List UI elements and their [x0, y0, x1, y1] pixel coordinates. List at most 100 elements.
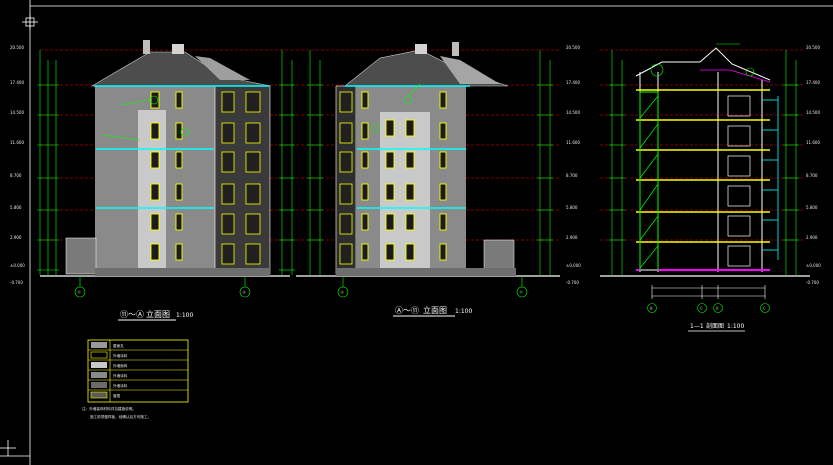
dimension-chain-left [307, 50, 323, 275]
legend-note: 施工前须做样板，经确认后方可施工。 [90, 414, 151, 419]
legend-swatch-paint-2 [91, 372, 107, 378]
roof-tank [172, 44, 184, 54]
legend-swatch-frame [90, 391, 108, 399]
grid-axes [74, 276, 251, 298]
level-label: 17.400 [566, 80, 580, 85]
grid-label-l: Ⓛ [763, 306, 767, 311]
level-label: 8.700 [806, 173, 818, 178]
level-label: -0.700 [10, 280, 23, 285]
elevation-2-title: 立面图 [423, 305, 447, 315]
section-title-axes: 1—1 [690, 323, 704, 330]
elevation-1-title: 立面图 [146, 309, 170, 319]
dimension-chain-left [609, 50, 625, 275]
roof-tiles [90, 51, 271, 87]
level-label: 5.800 [806, 205, 818, 210]
level-label: ±0.000 [806, 263, 821, 268]
level-label: -0.700 [806, 280, 819, 285]
grid-label-left: ⑪ [78, 290, 82, 295]
section-1-1: Ⓑ Ⓒ Ⓓ Ⓛ 1—1 剖面图 1:100 [600, 43, 810, 332]
plinth [336, 268, 516, 276]
level-label: 17.400 [10, 80, 24, 85]
plinth [95, 268, 270, 276]
grid-label-b: Ⓑ [650, 306, 654, 311]
grid-label-right: ⑪ [520, 290, 524, 295]
legend-swatch-roof [91, 342, 107, 348]
level-label: 8.700 [10, 173, 22, 178]
level-label: 14.500 [806, 110, 820, 115]
legend-note: 注：外墙装饰材料详见建施说明。 [82, 406, 136, 411]
bottom-dimensions [651, 285, 766, 299]
green-annotation-leaders [370, 83, 421, 133]
level-label: ±0.000 [10, 263, 25, 268]
level-label: 14.500 [10, 110, 24, 115]
level-label: 20.500 [806, 45, 820, 50]
legend-frame [87, 339, 189, 403]
section-title: 剖面图 [706, 322, 724, 330]
legend-swatch-tile [91, 362, 107, 368]
level-labels-elev-1: 20.500 17.400 14.500 11.600 8.700 5.800 … [10, 45, 25, 285]
floor-bands [94, 85, 270, 209]
level-label: 20.500 [566, 45, 580, 50]
grid-axes [337, 276, 528, 298]
stair-flights [639, 95, 659, 269]
windows-facade [175, 91, 183, 261]
level-label: 17.400 [806, 80, 820, 85]
level-label: 2.900 [10, 235, 22, 240]
level-labels-elev-2: 20.500 17.400 14.500 11.600 8.700 5.800 … [566, 45, 581, 285]
level-label: 14.500 [566, 110, 580, 115]
level-label: 5.800 [10, 205, 22, 210]
elevation-2-scale: 1:100 [455, 308, 472, 315]
dimension-chain-right [783, 50, 799, 275]
windows-facade [361, 91, 447, 261]
elevation-1-title-axes: ⑪～Ⓐ [120, 310, 144, 319]
windows-stair-tower [385, 119, 415, 261]
floor-bands [345, 85, 470, 209]
level-label: 11.600 [806, 140, 820, 145]
entry-block [65, 237, 97, 275]
level-label: 2.900 [806, 235, 818, 240]
section-roof-slab [700, 69, 771, 83]
level-label: -0.700 [566, 280, 579, 285]
elevation-2-title-axes: Ⓐ～⑪ [395, 306, 419, 315]
legend-item: 外墙涂料 [113, 353, 128, 358]
chimney [143, 40, 150, 54]
level-labels-section: 20.500 17.400 14.500 11.600 8.700 5.800 … [806, 45, 821, 285]
windows-balcony [221, 91, 261, 265]
green-annotation-leaders [101, 95, 190, 141]
level-label: ±0.000 [566, 263, 581, 268]
legend-swatch-paint [90, 351, 108, 359]
level-label: 20.500 [10, 45, 24, 50]
elevation-2: Ⓐ ⑪ Ⓐ～⑪ 立面图 1:100 [296, 42, 560, 317]
dimension-chain-left [37, 50, 59, 275]
level-lines [600, 49, 805, 241]
level-label: 5.800 [566, 205, 578, 210]
section-cyan-rails [762, 96, 779, 260]
legend-item: 外墙面砖 [113, 363, 128, 368]
level-label: 2.900 [566, 235, 578, 240]
grid-label-right: Ⓐ [243, 290, 247, 295]
material-legend: 屋面瓦 外墙涂料 外墙面砖 外墙涂料 外墙涂料 窗框 注：外墙装饰材料详见建施说… [82, 339, 189, 419]
roof-tank [415, 44, 427, 54]
windows-balcony [339, 91, 353, 265]
balcony-bay [214, 85, 271, 275]
legend-item: 窗框 [113, 393, 121, 398]
section-openings [727, 95, 751, 267]
stair-zone [639, 91, 659, 271]
legend-item: 外墙涂料 [113, 373, 128, 378]
section-scale: 1:100 [727, 323, 744, 330]
level-label: 8.700 [566, 173, 578, 178]
level-label: 11.600 [10, 140, 24, 145]
chimney [452, 42, 459, 56]
grid-label-d: Ⓓ [716, 306, 720, 311]
grid-label-left: Ⓐ [341, 290, 345, 295]
dimension-chain-right [537, 50, 553, 275]
legend-item: 外墙涂料 [113, 383, 128, 388]
roof-ridge [440, 56, 500, 84]
elevation-1-scale: 1:100 [176, 312, 193, 319]
grid-axes [647, 303, 770, 313]
roof-ridge [195, 56, 250, 80]
level-label: 11.600 [566, 140, 580, 145]
legend-item: 屋面瓦 [113, 343, 124, 348]
